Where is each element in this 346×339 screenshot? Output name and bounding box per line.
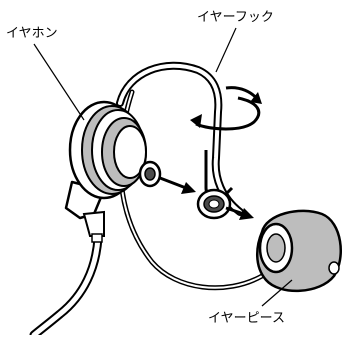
hook-ring <box>198 190 230 218</box>
leader-earphone <box>34 44 84 120</box>
cable <box>34 238 98 335</box>
label-ear-hook: イヤーフック <box>197 11 274 24</box>
attach-arrow-1 <box>160 178 196 194</box>
rotate-arrow-icon <box>190 88 262 129</box>
ear-piece <box>257 211 341 291</box>
label-earphone: イヤホン <box>6 27 58 40</box>
earphone-body <box>66 102 160 242</box>
leader-ear-hook <box>216 28 236 72</box>
label-ear-piece: イヤーピース <box>208 312 285 325</box>
